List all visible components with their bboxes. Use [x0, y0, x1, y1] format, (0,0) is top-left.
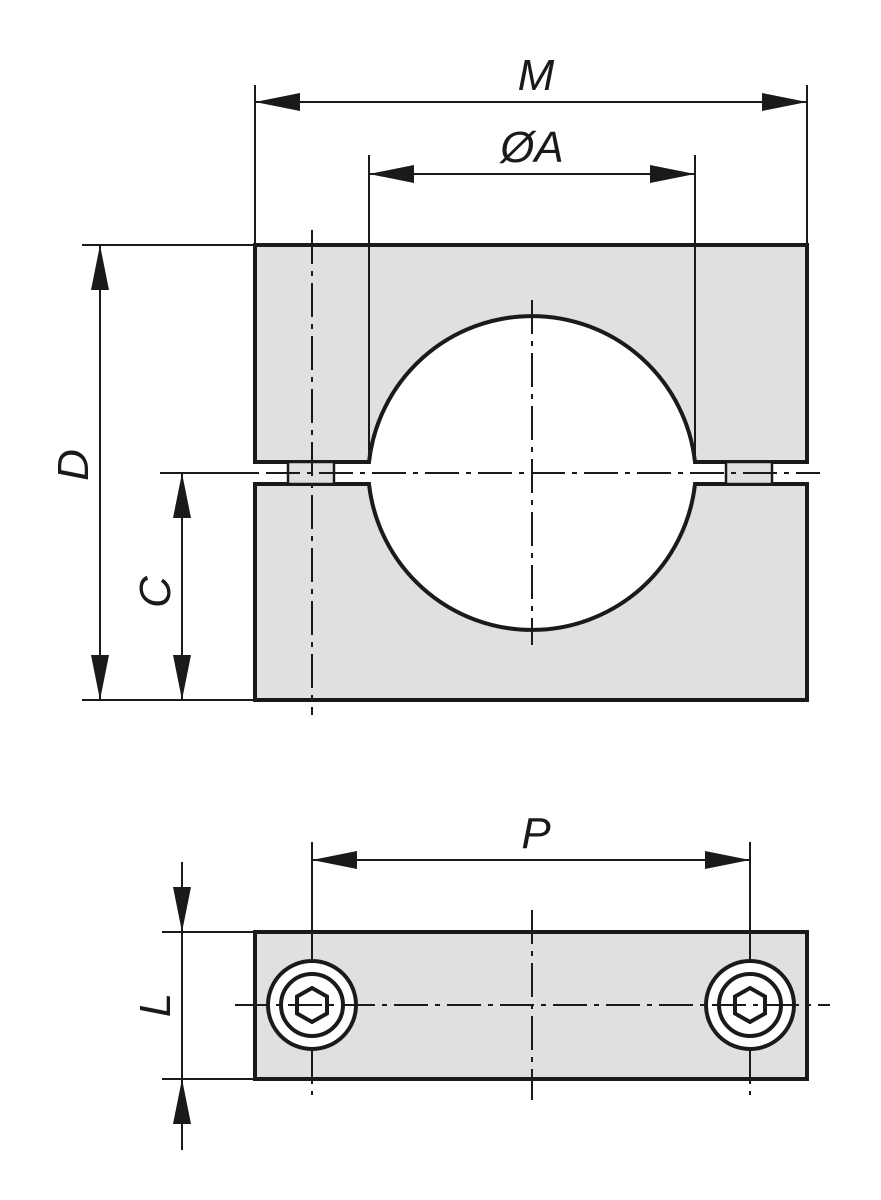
arrowhead [312, 851, 357, 869]
arrowhead [91, 245, 109, 290]
arrowhead [705, 851, 750, 869]
top-view: P L [131, 809, 830, 1150]
dimension-label-m: M [518, 51, 555, 100]
arrowhead [650, 165, 695, 183]
dimension-label-l: L [131, 993, 180, 1017]
arrowhead [173, 1079, 191, 1124]
arrowhead [91, 655, 109, 700]
arrowhead [255, 93, 300, 111]
hex-socket-icon [733, 985, 767, 1025]
front-view: M ØA D C [49, 51, 820, 715]
lower-clamp-half [253, 482, 809, 702]
upper-clamp-half [253, 243, 809, 464]
dimension-label-a: ØA [498, 123, 564, 172]
hex-socket-icon [295, 985, 329, 1025]
arrowhead [369, 165, 414, 183]
dimension-label-p: P [521, 809, 551, 858]
arrowhead [173, 887, 191, 932]
dimension-label-c: C [131, 575, 180, 608]
arrowhead [173, 655, 191, 700]
arrowhead [173, 473, 191, 518]
dimension-label-d: D [49, 449, 98, 481]
arrowhead [762, 93, 807, 111]
